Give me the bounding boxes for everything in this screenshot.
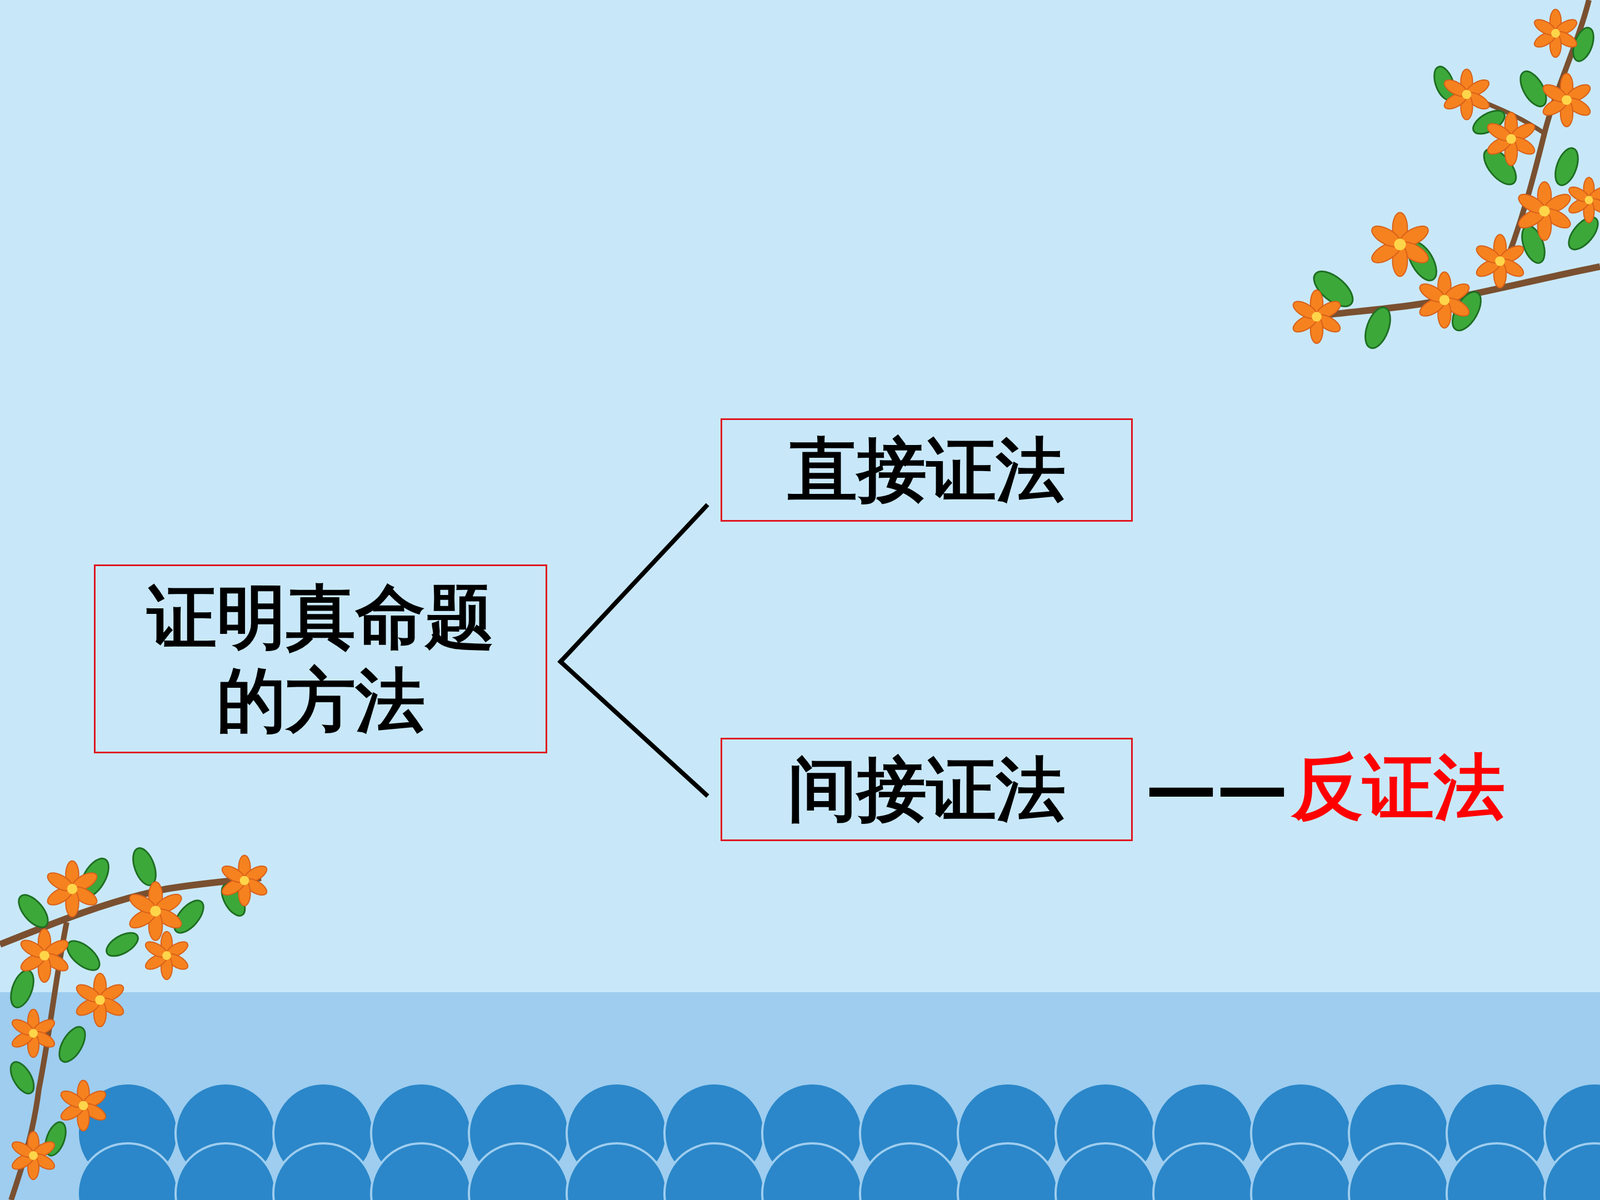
box-text: 间接证法 [787, 747, 1066, 832]
answer-label: 反证法 [1291, 744, 1505, 830]
method-box: 直接证法 [720, 418, 1133, 522]
wave-scallops [77, 1083, 1600, 1200]
flower-branch-bottom-left [0, 845, 270, 1200]
root-box: 证明真命题 的方法 [93, 564, 548, 754]
method-box: 间接证法 [720, 737, 1133, 842]
branch-line [560, 661, 707, 795]
box-text: 直接证法 [787, 428, 1066, 512]
flower-branch-top-right [1290, 0, 1600, 352]
box-text: 证明真命题 的方法 [137, 575, 504, 743]
branch-line [560, 506, 707, 662]
dash-label: —— [1145, 744, 1288, 830]
